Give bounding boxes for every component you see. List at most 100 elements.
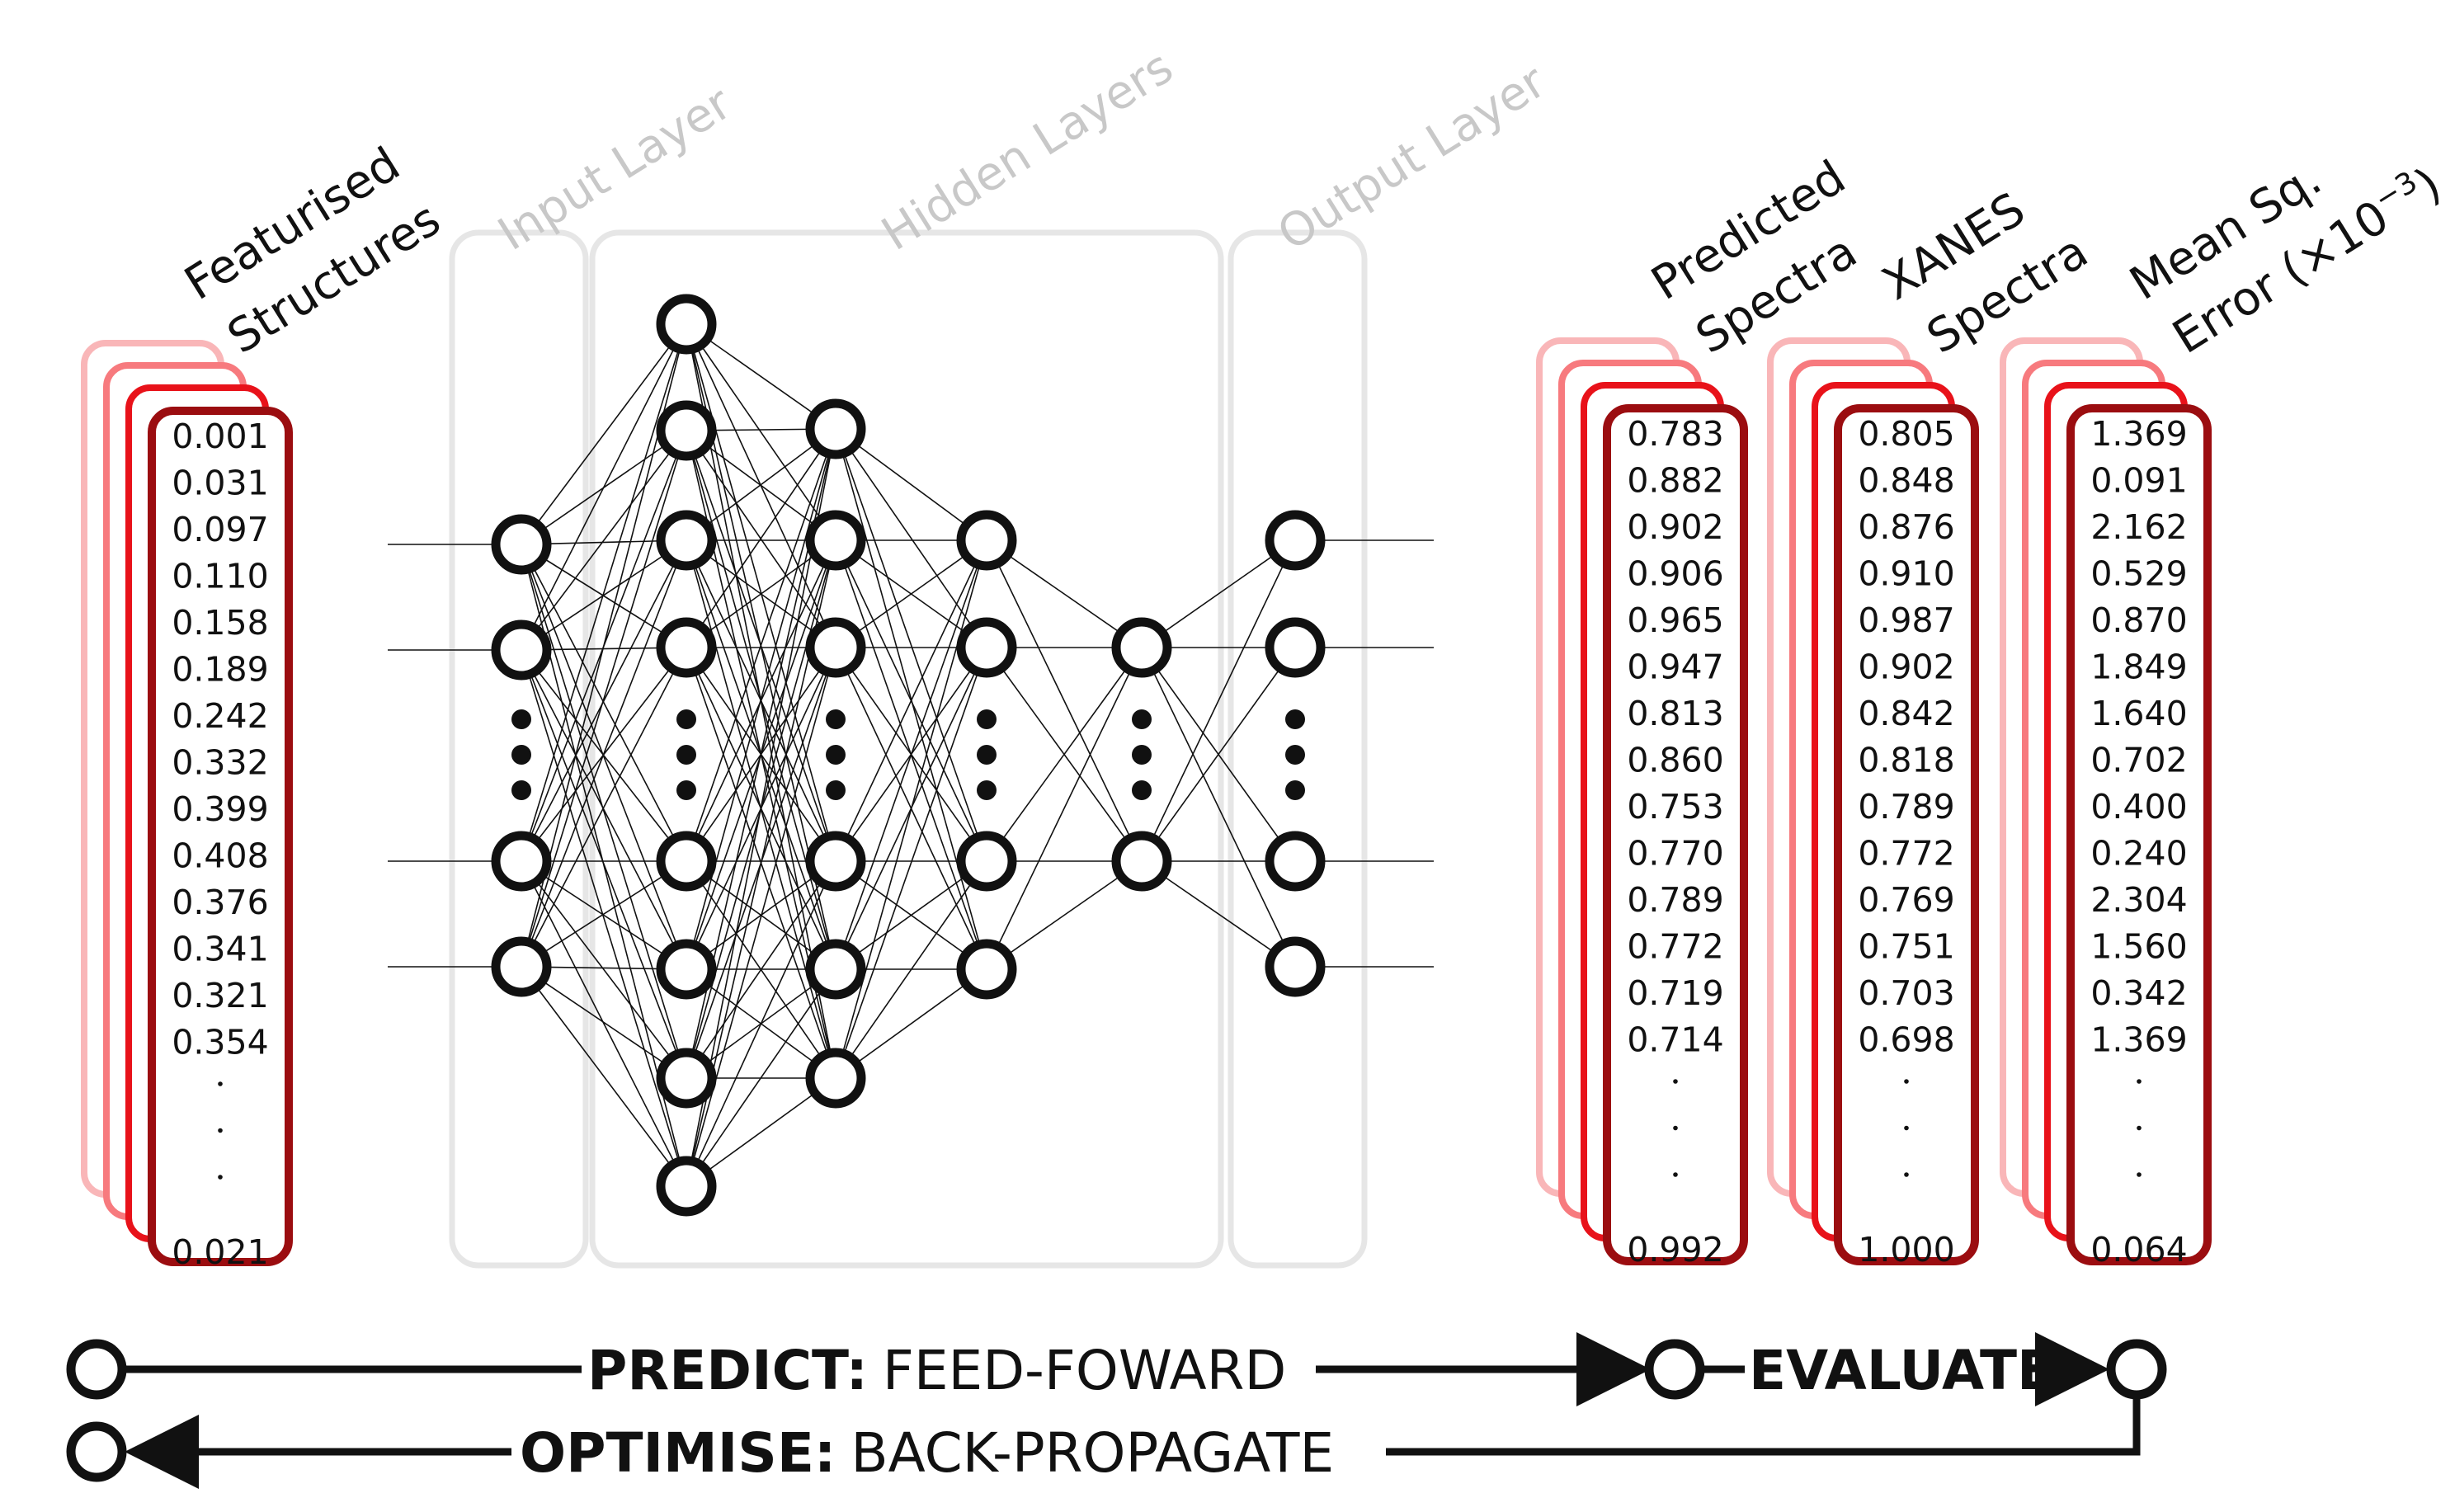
featurised-value-0: 0.001 [172, 417, 268, 456]
predicted-vector: 0.7830.8820.9020.9060.9650.9470.8130.860… [1536, 337, 1748, 1269]
network-ellipsis [511, 709, 1305, 800]
edge-l1-5-0 [686, 428, 836, 970]
mse-value-1: 0.091 [2090, 461, 2187, 501]
edge-l0-1-6 [521, 649, 687, 1079]
edge-l0-3-6 [521, 966, 687, 1079]
neuron-l2-5 [805, 1048, 866, 1109]
neuron-l1-5 [656, 939, 717, 1000]
neuron-l1-1 [656, 400, 717, 461]
edge-l0-3-4 [521, 860, 687, 968]
ellipsis-dot-l1-0 [676, 709, 696, 729]
xanes-value-2: 0.876 [1858, 507, 1954, 547]
network-edges [521, 323, 1296, 1187]
featurised-card-front [148, 407, 293, 1266]
edge-l4-0-0 [1141, 539, 1296, 648]
mse-ellipsis-0 [2137, 1079, 2142, 1084]
edge-l3-2-0 [986, 647, 1143, 862]
mse-value-5: 1.849 [2090, 648, 2187, 687]
predicted-value-5: 0.947 [1627, 648, 1723, 687]
featurised-value-5: 0.189 [172, 650, 268, 690]
neuron-l2-0 [805, 398, 866, 459]
ellipsis-dot-l4-1 [1132, 745, 1152, 765]
featurised-value-1: 0.031 [172, 464, 268, 503]
xanes-value-9: 0.772 [1858, 834, 1954, 874]
edge-l1-7-5 [686, 1077, 836, 1187]
evaluate-label: EVALUATE [1749, 1339, 2054, 1402]
neuron-l0-0 [491, 514, 552, 575]
xanes-value-last: 1.000 [1858, 1230, 1954, 1269]
edge-l2-2-0 [835, 539, 987, 648]
featurised-value-11: 0.341 [172, 930, 268, 969]
edge-l2-5-2 [835, 860, 987, 1079]
edge-l1-6-3 [686, 860, 836, 1079]
mse-value-last: 0.064 [2090, 1230, 2187, 1269]
input-layer-box [449, 229, 589, 1269]
edge-l2-0-3 [835, 428, 987, 970]
neuron-l2-2 [805, 617, 866, 678]
featurised-value-10: 0.376 [172, 883, 268, 922]
ellipsis-dot-l2-1 [826, 745, 846, 765]
neuron-l1-7 [656, 1156, 717, 1217]
workflow: PREDICT:FEED-FOWARD EVALUATE OPTIMISE:BA… [66, 1332, 2167, 1489]
predict-label: PREDICT:FEED-FOWARD [587, 1339, 1286, 1402]
xanes-vector: 0.8050.8480.8760.9100.9870.9020.8420.818… [1767, 337, 1979, 1269]
predicted-value-9: 0.770 [1627, 834, 1723, 874]
neuron-l3-0 [956, 510, 1017, 571]
optimise-label: OPTIMISE:BACK-PROPAGATE [520, 1421, 1334, 1485]
edge-l0-3-1 [521, 430, 687, 968]
output-layer-label: Output Layer [1269, 54, 1556, 261]
workflow-evaluate-node [1644, 1339, 1705, 1400]
edge-l0-1-0 [521, 323, 687, 651]
neuron-l4-0 [1111, 617, 1172, 678]
ellipsis-dot-l4-0 [1132, 709, 1152, 729]
edge-l0-2-0 [521, 323, 687, 862]
ellipsis-dot-l2-2 [826, 780, 846, 800]
edge-l0-0-0 [521, 323, 687, 545]
mse-vector: 1.3690.0912.1620.5290.8701.8491.6400.702… [2000, 337, 2212, 1269]
mse-value-8: 0.400 [2090, 787, 2187, 827]
neuron-l3-2 [956, 831, 1017, 892]
featurised-ellipsis-2 [218, 1175, 223, 1180]
edge-l0-0-4 [521, 544, 687, 862]
mse-header: Mean Sq. Error (×10−3) [2121, 152, 2451, 365]
edge-l3-0-1 [986, 539, 1143, 862]
xanes-value-1: 0.848 [1858, 461, 1954, 501]
predicted-value-6: 0.813 [1627, 694, 1723, 733]
mse-value-0: 1.369 [2090, 414, 2187, 454]
neuron-l1-4 [656, 831, 717, 892]
neuron-l3-3 [956, 939, 1017, 1000]
featurised-ellipsis-0 [218, 1081, 223, 1086]
edge-l0-1-5 [521, 649, 687, 970]
xanes-ellipsis-0 [1904, 1079, 1909, 1084]
ellipsis-dot-l1-1 [676, 745, 696, 765]
network-nodes [491, 294, 1326, 1217]
predicted-value-7: 0.860 [1627, 741, 1723, 780]
xanes-value-12: 0.703 [1858, 973, 1954, 1013]
edge-l1-0-1 [686, 323, 836, 541]
neuron-l5-0 [1265, 510, 1326, 571]
edge-l2-3-0 [835, 539, 987, 862]
neuron-l4-1 [1111, 831, 1172, 892]
ellipsis-dot-l5-2 [1285, 780, 1305, 800]
predicted-value-10: 0.789 [1627, 880, 1723, 920]
edge-l1-2-0 [686, 428, 836, 541]
xanes-card-front [1834, 404, 1979, 1265]
predicted-ellipsis-1 [1673, 1125, 1678, 1131]
edge-l4-1-0 [1141, 539, 1296, 862]
neuron-l2-1 [805, 510, 866, 571]
neuron-l3-1 [956, 617, 1017, 678]
hidden-layers-label: Hidden Layers [873, 40, 1182, 261]
edge-l0-1-2 [521, 539, 687, 651]
predicted-value-12: 0.719 [1627, 973, 1723, 1013]
featurised-value-7: 0.332 [172, 743, 268, 783]
neuron-l0-2 [491, 831, 552, 892]
predicted-ellipsis-2 [1673, 1172, 1678, 1177]
ellipsis-dot-l5-1 [1285, 745, 1305, 765]
workflow-start-node [66, 1339, 127, 1400]
predicted-value-1: 0.882 [1627, 461, 1723, 501]
neuron-l1-2 [656, 510, 717, 571]
mse-ellipsis-1 [2137, 1125, 2142, 1131]
featurised-value-8: 0.399 [172, 789, 268, 829]
neuron-l1-0 [656, 294, 717, 355]
